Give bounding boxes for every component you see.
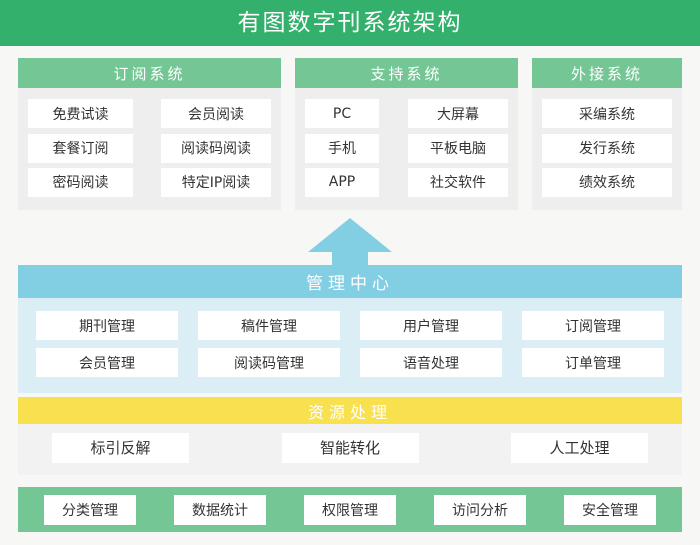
section-management-center-body: 期刊管理 稿件管理 用户管理 订阅管理 会员管理 阅读码管理 语音处理 订单管理 xyxy=(18,298,682,393)
top-panels-row: 订阅系统 免费试读 会员阅读 套餐订阅 阅读码阅读 密码阅读 特定IP阅读 支持… xyxy=(18,58,682,210)
section-resource-processing-title: 资源处理 xyxy=(18,397,682,424)
list-item[interactable]: 密码阅读 xyxy=(28,167,133,197)
list-item[interactable]: 用户管理 xyxy=(360,311,502,340)
section-resource-processing-body: 标引反解 智能转化 人工处理 xyxy=(18,424,682,475)
list-item[interactable]: 语音处理 xyxy=(360,348,502,377)
panel-row: 套餐订阅 阅读码阅读 xyxy=(28,133,271,163)
list-item[interactable]: 稿件管理 xyxy=(198,311,340,340)
panel-row: PC 大屏幕 xyxy=(305,99,508,129)
section-bottom-services: 分类管理 数据统计 权限管理 访问分析 安全管理 xyxy=(18,487,682,532)
page-title-bar: 有图数字刊系统架构 xyxy=(0,0,700,46)
panel-row: APP 社交软件 xyxy=(305,167,508,197)
list-item[interactable]: 手机 xyxy=(305,133,379,163)
panel-row: 手机 平板电脑 xyxy=(305,133,508,163)
list-item[interactable]: 订阅管理 xyxy=(522,311,664,340)
list-item[interactable]: 阅读码管理 xyxy=(198,348,340,377)
list-item[interactable]: 绩效系统 xyxy=(542,167,672,197)
list-item[interactable]: 套餐订阅 xyxy=(28,133,133,163)
panel-external-system-body: 采编系统 发行系统 绩效系统 xyxy=(532,88,682,210)
panel-row: 采编系统 xyxy=(542,99,672,129)
section-management-center-title: 管理中心 xyxy=(18,265,682,298)
mgmt-row: 会员管理 阅读码管理 语音处理 订单管理 xyxy=(36,348,664,377)
section-management-center: 管理中心 期刊管理 稿件管理 用户管理 订阅管理 会员管理 阅读码管理 语音处理… xyxy=(18,265,682,393)
section-resource-processing: 资源处理 标引反解 智能转化 人工处理 xyxy=(18,397,682,475)
list-item[interactable]: 数据统计 xyxy=(174,494,266,525)
list-item[interactable]: 期刊管理 xyxy=(36,311,178,340)
panel-subscription-system-body: 免费试读 会员阅读 套餐订阅 阅读码阅读 密码阅读 特定IP阅读 xyxy=(18,88,281,210)
list-item[interactable]: 访问分析 xyxy=(434,494,526,525)
arrow-up-icon xyxy=(306,216,394,268)
panel-row: 绩效系统 xyxy=(542,167,672,197)
list-item[interactable]: 发行系统 xyxy=(542,133,672,163)
list-item[interactable]: APP xyxy=(305,167,379,197)
panel-support-system: 支持系统 PC 大屏幕 手机 平板电脑 APP 社交软件 xyxy=(295,58,518,210)
list-item[interactable]: 特定IP阅读 xyxy=(161,167,271,197)
panel-external-system-title: 外接系统 xyxy=(532,58,682,88)
panel-support-system-title: 支持系统 xyxy=(295,58,518,88)
panel-subscription-system: 订阅系统 免费试读 会员阅读 套餐订阅 阅读码阅读 密码阅读 特定IP阅读 xyxy=(18,58,281,210)
list-item[interactable]: PC xyxy=(305,99,379,129)
panel-row: 密码阅读 特定IP阅读 xyxy=(28,167,271,197)
list-item[interactable]: 社交软件 xyxy=(408,167,508,197)
page-title: 有图数字刊系统架构 xyxy=(237,9,463,36)
list-item[interactable]: 平板电脑 xyxy=(408,133,508,163)
list-item[interactable]: 智能转化 xyxy=(281,432,419,463)
list-item[interactable]: 会员管理 xyxy=(36,348,178,377)
list-item[interactable]: 大屏幕 xyxy=(408,99,508,129)
panel-external-system: 外接系统 采编系统 发行系统 绩效系统 xyxy=(532,58,682,210)
list-item[interactable]: 安全管理 xyxy=(564,494,656,525)
list-item[interactable]: 订单管理 xyxy=(522,348,664,377)
list-item[interactable]: 分类管理 xyxy=(44,494,136,525)
list-item[interactable]: 会员阅读 xyxy=(161,99,271,129)
panel-row: 发行系统 xyxy=(542,133,672,163)
mgmt-row: 期刊管理 稿件管理 用户管理 订阅管理 xyxy=(36,311,664,340)
list-item[interactable]: 免费试读 xyxy=(28,99,133,129)
list-item[interactable]: 标引反解 xyxy=(52,432,189,463)
panel-row: 免费试读 会员阅读 xyxy=(28,99,271,129)
list-item[interactable]: 权限管理 xyxy=(304,494,396,525)
list-item[interactable]: 采编系统 xyxy=(542,99,672,129)
panel-subscription-system-title: 订阅系统 xyxy=(18,58,281,88)
list-item[interactable]: 阅读码阅读 xyxy=(161,133,271,163)
panel-support-system-body: PC 大屏幕 手机 平板电脑 APP 社交软件 xyxy=(295,88,518,210)
list-item[interactable]: 人工处理 xyxy=(511,432,648,463)
